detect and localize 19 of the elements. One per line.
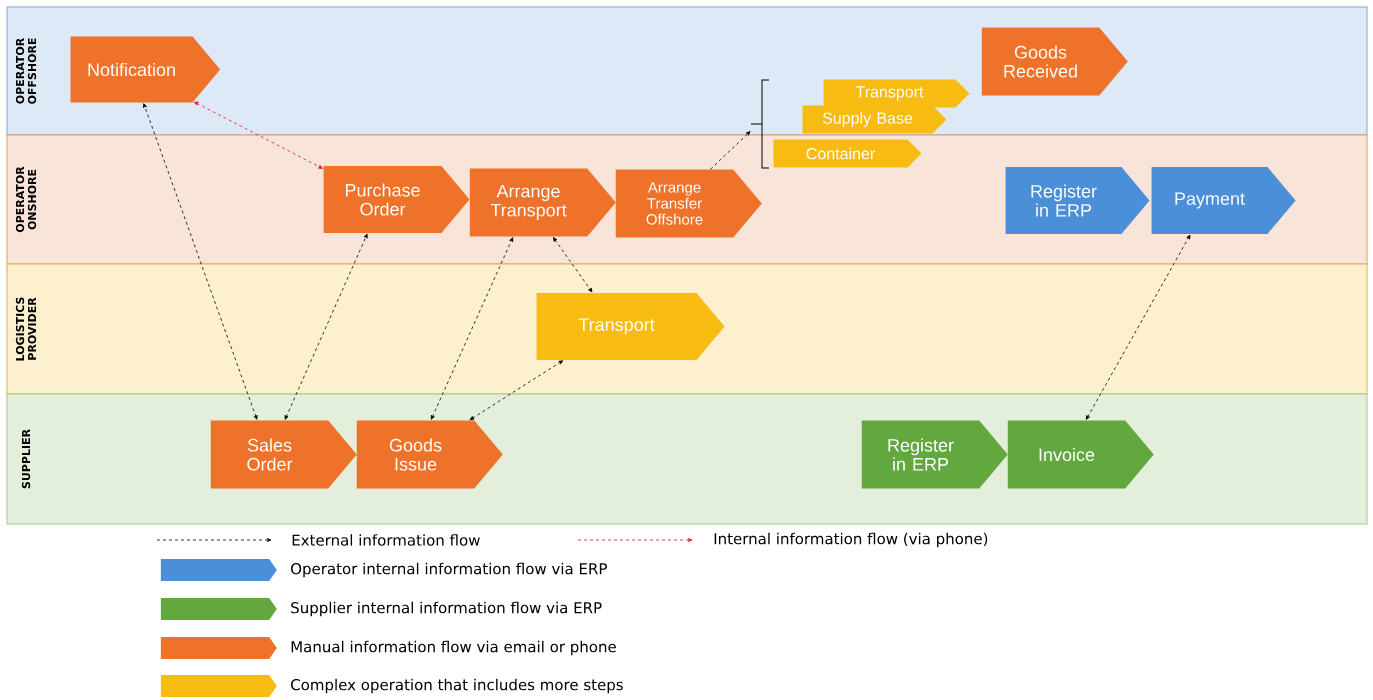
arrow	[710, 131, 751, 170]
arrow	[194, 101, 323, 169]
legend-text: Manual information flow via email or phone	[291, 640, 616, 656]
arrow	[143, 103, 258, 420]
legend-text: External information flow	[292, 534, 480, 546]
arrow	[469, 360, 564, 421]
node-label: Transport	[855, 86, 924, 101]
arrow	[1085, 234, 1191, 420]
arrow	[284, 233, 368, 420]
arrow	[553, 237, 593, 293]
legend-text: Operator internal information flow via ERP	[291, 562, 607, 578]
legend-text: Complex operation that includes more steps	[291, 678, 623, 694]
legend-text: Internal information flow (via phone)	[714, 532, 988, 548]
process-step: Transport	[823, 79, 970, 108]
node-label: Supply Base	[822, 112, 913, 127]
process-step: Container	[773, 139, 922, 168]
arrow	[430, 237, 514, 420]
bracket	[750, 79, 770, 169]
legend-text: Supplier internal information flow via ERP	[291, 601, 602, 617]
